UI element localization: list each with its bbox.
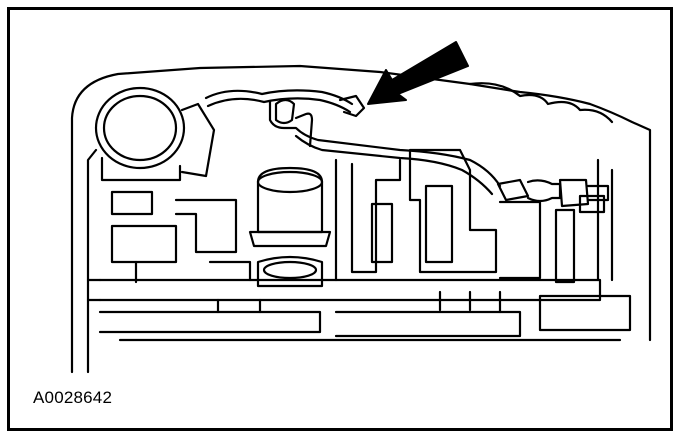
harness-clip xyxy=(274,94,366,125)
solenoid-body xyxy=(248,166,332,288)
valve-body-passages xyxy=(86,148,632,342)
indicator-arrow xyxy=(367,41,469,105)
figure-frame xyxy=(7,7,673,431)
figure-reference-code: A0028642 xyxy=(33,388,113,407)
electrical-connector xyxy=(496,178,610,208)
transmission-case-outline xyxy=(70,64,652,374)
accumulator-cylinder xyxy=(94,86,216,182)
wiring-harness xyxy=(204,89,502,196)
